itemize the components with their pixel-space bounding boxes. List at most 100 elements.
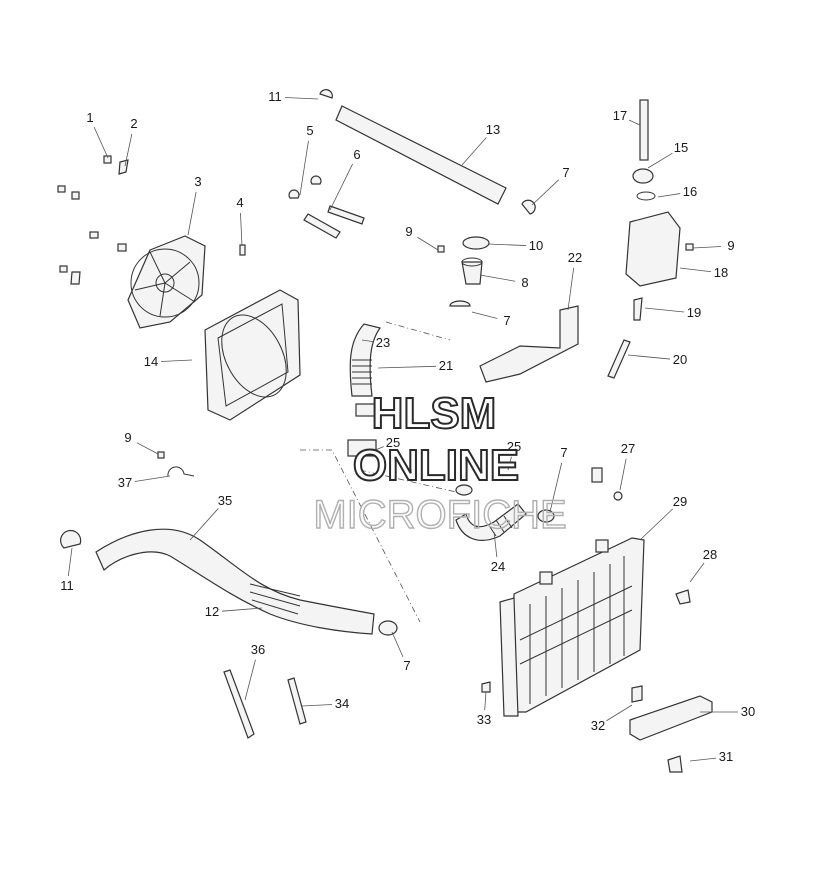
callout-label-c2: 2 [130, 116, 137, 131]
callout-leader-c11b [67, 547, 73, 577]
callout-label-c7d: 7 [403, 658, 410, 673]
callout-leader-c8 [479, 274, 516, 282]
callout-label-c18: 18 [714, 265, 728, 280]
callout-label-c23: 23 [376, 335, 390, 350]
shroud-frame [204, 289, 301, 421]
callout-leader-c9c [136, 442, 159, 455]
fan-assembly [127, 235, 206, 329]
callout-leader-c4 [240, 212, 243, 247]
callout-leader-c25a [369, 446, 384, 453]
callout-leader-c18 [679, 267, 712, 273]
callout-leader-c34 [301, 704, 333, 707]
callout-leader-c37 [134, 475, 171, 482]
callout-label-c16: 16 [683, 184, 697, 199]
upper-tube-13 [319, 89, 536, 215]
hose-21-23 [347, 323, 381, 457]
callout-label-c6: 6 [353, 147, 360, 162]
callout-leader-c24 [493, 531, 498, 558]
callout-leader-c32 [606, 704, 633, 722]
callout-label-c34: 34 [335, 696, 349, 711]
callout-label-c4: 4 [236, 195, 243, 210]
callout-leader-c19 [644, 307, 685, 313]
callout-label-c1: 1 [86, 110, 93, 125]
callout-leader-c11a [284, 97, 319, 100]
callout-leader-c28 [689, 562, 705, 583]
callout-label-c24: 24 [491, 559, 505, 574]
callout-label-c11b: 11 [60, 578, 74, 593]
callout-label-c36: 36 [251, 642, 265, 657]
clamps-tubes-5-6 [288, 175, 365, 239]
callout-leader-c27 [619, 458, 627, 491]
callout-label-c19: 19 [687, 305, 701, 320]
callout-label-c3: 3 [194, 174, 201, 189]
callout-leader-c7c [549, 462, 563, 513]
callout-leader-c1 [93, 126, 109, 159]
callout-leader-c16 [657, 193, 681, 198]
callout-leader-c7a [531, 179, 559, 206]
callout-leader-c31 [689, 757, 717, 762]
clip-37 [157, 451, 195, 477]
callout-label-c9a: 9 [405, 224, 412, 239]
callout-label-c5: 5 [306, 123, 313, 138]
callout-label-c9c: 9 [124, 430, 131, 445]
callout-label-c37: 37 [118, 475, 132, 490]
callout-leader-c14 [160, 359, 193, 362]
overflow-bottle [607, 99, 694, 379]
callout-leader-c9a [417, 236, 439, 251]
callout-label-c7c: 7 [560, 445, 567, 460]
callout-label-c35a: 35 [218, 493, 232, 508]
callout-label-c7b: 7 [503, 313, 510, 328]
callout-label-c21: 21 [439, 358, 453, 373]
callout-label-c8: 8 [521, 275, 528, 290]
callout-label-c27: 27 [621, 441, 635, 456]
thermostat-housing [437, 236, 490, 307]
callout-label-c33: 33 [477, 712, 491, 727]
radiator-29 [499, 537, 645, 717]
callout-leader-c36 [244, 659, 256, 701]
callout-leader-c29 [639, 508, 674, 541]
callout-label-c10: 10 [529, 238, 543, 253]
callout-label-c13: 13 [486, 122, 500, 137]
callout-leader-c10 [487, 243, 527, 246]
callout-leader-c9b [692, 246, 722, 249]
callout-leader-c2 [124, 133, 133, 167]
callout-leader-c6 [329, 163, 353, 211]
cable-ties [223, 669, 307, 739]
callout-leader-c7b [471, 311, 498, 319]
lower-hose-35-12 [60, 528, 398, 636]
callout-label-c20: 20 [673, 352, 687, 367]
callout-leader-c7d [391, 631, 404, 658]
hose-24-25 [455, 467, 623, 541]
callout-leader-c13 [461, 137, 487, 166]
callout-leader-c35a [189, 508, 219, 541]
callout-label-c29: 29 [673, 494, 687, 509]
callout-label-c32: 32 [591, 718, 605, 733]
callout-leader-c5 [299, 140, 309, 196]
callout-label-c30: 30 [741, 704, 755, 719]
callout-leader-c33 [484, 691, 487, 711]
callout-label-c15: 15 [674, 140, 688, 155]
callout-label-c22: 22 [568, 250, 582, 265]
watermark: HLSM ONLINE MICROFICHE [313, 388, 568, 538]
callout-label-c28: 28 [703, 547, 717, 562]
callout-label-c14: 14 [144, 354, 158, 369]
callout-leader-c23 [361, 339, 374, 342]
bracket-22 [479, 305, 579, 383]
callout-leader-c20 [627, 354, 671, 360]
callout-label-c9b: 9 [727, 238, 734, 253]
callout-leader-c21 [377, 365, 437, 369]
callout-leader-c15 [647, 152, 673, 169]
callout-label-c11a: 11 [268, 89, 282, 104]
callout-label-c31: 31 [719, 749, 733, 764]
callout-label-c25b: 25 [507, 439, 521, 454]
callout-label-c7a: 7 [562, 165, 569, 180]
callout-leader-c12 [221, 607, 263, 612]
callout-leader-c17 [628, 119, 641, 126]
callout-leader-c3 [187, 191, 197, 236]
watermark-line-3: MICROFICHE [313, 493, 566, 537]
callout-leader-c22 [567, 267, 575, 311]
callout-label-c17: 17 [613, 108, 627, 123]
